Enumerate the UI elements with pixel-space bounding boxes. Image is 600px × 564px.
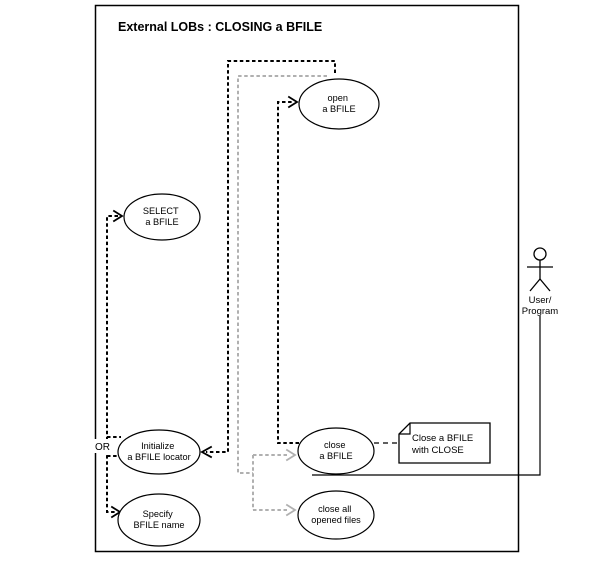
usecase-close-bfile-ellipse bbox=[297, 427, 375, 475]
actor-label-line1: User/ bbox=[529, 295, 552, 306]
usecase-initialize-locator: Initialize a BFILE locator bbox=[117, 429, 201, 475]
gray-arrowhead-close-all-icon bbox=[285, 503, 297, 517]
actor-user-program: User/ Program bbox=[522, 247, 559, 317]
usecase-select-bfile: SELECT a BFILE bbox=[123, 193, 201, 241]
usecase-close-all: close all opened files bbox=[297, 490, 375, 540]
arrowhead-into-initialize-icon bbox=[200, 445, 213, 459]
usecase-close-all-label: close all opened files bbox=[311, 504, 361, 525]
actor-association-line bbox=[312, 316, 541, 476]
gray-arrowhead-close-bfile-icon bbox=[285, 448, 297, 462]
open-to-initialize-connector bbox=[200, 60, 336, 459]
note-line2: with CLOSE bbox=[411, 445, 464, 456]
gray-flow-connector bbox=[237, 75, 327, 517]
or-label: OR bbox=[95, 442, 110, 453]
arrowhead-into-open-icon bbox=[287, 95, 299, 109]
usecase-close-all-ellipse bbox=[297, 490, 375, 540]
actor-label-line2: Program bbox=[522, 306, 559, 317]
usecase-specify-name-ellipse bbox=[117, 493, 201, 547]
actor-head-icon bbox=[533, 247, 547, 261]
open-to-initialize-line bbox=[206, 60, 336, 453]
usecase-select-bfile-ellipse bbox=[123, 193, 201, 241]
arrowhead-into-select-icon bbox=[112, 209, 124, 223]
note-fold-icon bbox=[399, 423, 411, 435]
close-to-open-line bbox=[277, 101, 299, 444]
usecase-initialize-locator-label: Initialize a BFILE locator bbox=[127, 441, 190, 462]
usecase-initialize-locator-ellipse bbox=[117, 429, 201, 475]
note-body bbox=[398, 422, 491, 464]
actor-legs-icon bbox=[529, 277, 551, 292]
close-to-open-connector bbox=[277, 95, 299, 444]
usecase-specify-name: Specify BFILE name bbox=[117, 493, 201, 547]
usecase-close-bfile-label: close a BFILE bbox=[319, 440, 352, 461]
or-alternatives-connector: OR bbox=[94, 209, 124, 519]
usecase-close-bfile: close a BFILE bbox=[297, 427, 375, 475]
usecase-open-bfile: open a BFILE bbox=[298, 78, 380, 130]
usecase-open-bfile-ellipse bbox=[298, 78, 380, 130]
or-label-backdrop bbox=[94, 439, 118, 453]
usecase-specify-name-label: Specify BFILE name bbox=[133, 509, 184, 530]
note-close-with-close: Close a BFILE with CLOSE bbox=[398, 422, 491, 464]
usecase-open-bfile-label: open a BFILE bbox=[322, 93, 355, 114]
usecase-select-bfile-label: SELECT a BFILE bbox=[143, 206, 181, 227]
note-line1: Close a BFILE bbox=[412, 433, 473, 444]
or-ladder-line bbox=[106, 215, 118, 513]
gray-trunk-line bbox=[237, 75, 327, 474]
diagram-title: External LOBs : CLOSING a BFILE bbox=[118, 20, 322, 34]
